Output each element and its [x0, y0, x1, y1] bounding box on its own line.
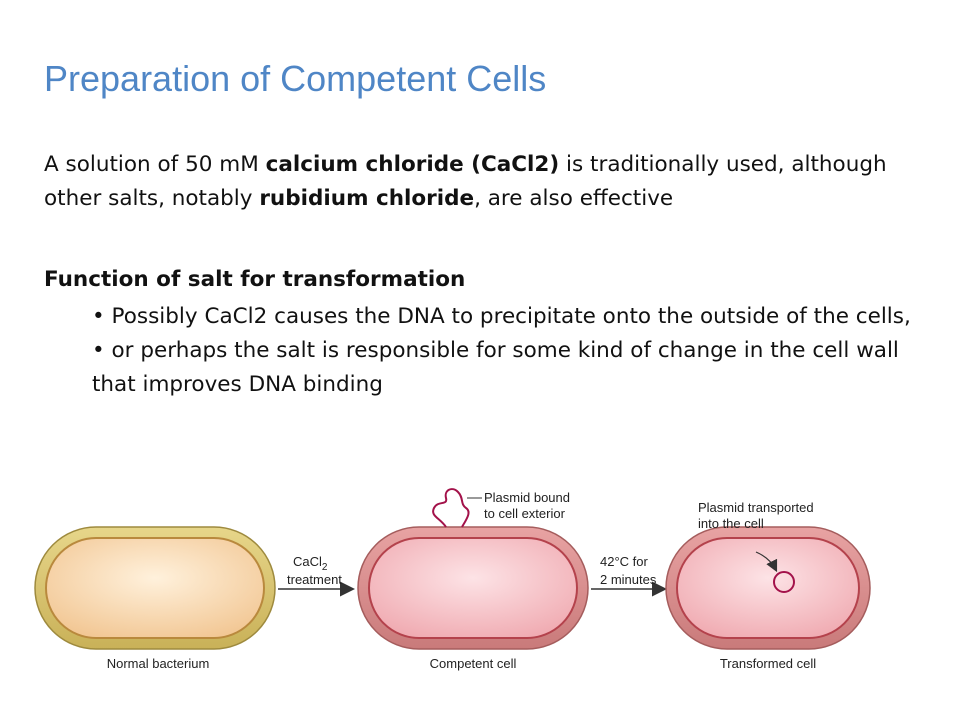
step2-label-line1: 42°C for	[600, 554, 649, 569]
bullet-text: Possibly CaCl2 causes the DNA to precipi…	[111, 304, 911, 329]
bullet-item: • Possibly CaCl2 causes the DNA to preci…	[92, 304, 911, 329]
intro-text-1: A solution of 50 mM	[44, 152, 266, 177]
intro-paragraph: A solution of 50 mM calcium chloride (Ca…	[44, 148, 924, 216]
plasmid-internal-icon	[773, 571, 795, 593]
transformed-cell-label: Transformed cell	[720, 656, 816, 671]
bullet-item: • or perhaps the salt is responsible for…	[92, 338, 899, 397]
section-heading: Function of salt for transformation	[44, 267, 466, 292]
plasmid-transported-label-line2: into the cell	[698, 516, 764, 531]
transformed-cell	[665, 526, 871, 650]
step1-label-line2: treatment	[287, 572, 342, 587]
step2-label-line2: 2 minutes	[600, 572, 657, 587]
normal-bacterium-label: Normal bacterium	[107, 656, 210, 671]
bullet-list: • Possibly CaCl2 causes the DNA to preci…	[92, 300, 922, 402]
plasmid-bound-label-line2: to cell exterior	[484, 506, 566, 521]
normal-bacterium-cell	[34, 526, 276, 650]
step1-label-line1: CaCl2	[293, 554, 328, 573]
transformation-diagram: Normal bacterium CaCl2 treatment Compete…	[34, 488, 871, 671]
intro-bold-rubidium: rubidium chloride	[259, 186, 475, 211]
plasmid-transported-label-line1: Plasmid transported	[698, 500, 814, 515]
plasmid-bound-label-line1: Plasmid bound	[484, 490, 570, 505]
intro-text-3: , are also effective	[474, 186, 674, 211]
plasmid-bound-icon	[432, 488, 470, 528]
bullet-text: or perhaps the salt is responsible for s…	[92, 338, 899, 397]
intro-text-2: is traditionally used, although other sa…	[44, 152, 887, 211]
competent-cell-label: Competent cell	[430, 656, 517, 671]
intro-bold-calcium: calcium chloride (CaCl2)	[265, 152, 560, 177]
transport-arrow	[755, 551, 778, 573]
competent-cell	[357, 526, 589, 650]
slide-title: Preparation of Competent Cells	[44, 58, 547, 99]
